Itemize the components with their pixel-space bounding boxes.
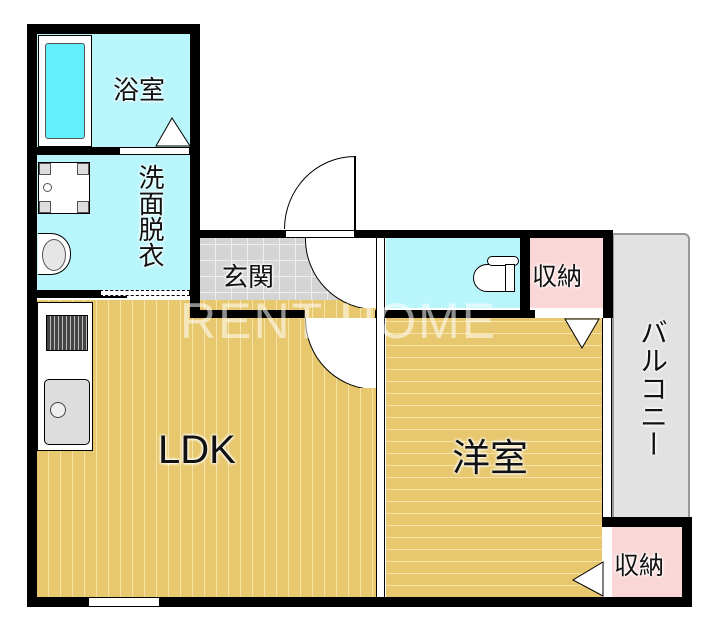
- bathroom-door[interactable]: [119, 147, 190, 155]
- wall: [355, 230, 613, 238]
- bathtub: [38, 35, 92, 147]
- kitchen-counter: [37, 302, 93, 451]
- entrance-inner-door[interactable]: [305, 238, 376, 308]
- door-swing-icon: [564, 318, 600, 349]
- storage-bottom-label: 収納: [614, 551, 665, 580]
- ldk-label: LDK: [158, 428, 236, 472]
- wall: [602, 517, 692, 527]
- ldk-door[interactable]: [305, 318, 376, 388]
- wall: [190, 24, 200, 318]
- wall: [520, 230, 530, 318]
- toilet-fixture: [473, 256, 519, 292]
- drain-icon: [43, 183, 52, 192]
- door-swing-icon: [155, 117, 191, 147]
- storage-top-label: 収納: [532, 262, 583, 291]
- wall: [682, 517, 692, 607]
- interior-wall: [602, 318, 612, 523]
- washroom-door[interactable]: [100, 290, 190, 296]
- storage-top-area: [530, 238, 603, 308]
- sink-icon: [44, 379, 90, 445]
- interior-wall: [376, 238, 385, 597]
- wall: [190, 230, 285, 238]
- entrance-label: 玄関: [222, 263, 275, 293]
- wall: [375, 310, 535, 318]
- front-door[interactable]: [284, 156, 356, 230]
- wall: [27, 24, 200, 34]
- wall: [603, 230, 613, 318]
- bathroom-label: 浴室: [113, 76, 166, 106]
- western-room-label: 洋室: [452, 436, 529, 480]
- door-swing-icon: [571, 561, 604, 597]
- watermark: RENT HOME: [180, 293, 498, 349]
- stove-icon: [46, 315, 88, 351]
- washroom-label: 洗面脱衣: [134, 164, 164, 268]
- wash-basin: [38, 233, 71, 275]
- bathtub-basin: [45, 43, 85, 139]
- wall: [190, 310, 305, 318]
- wall: [27, 24, 37, 607]
- storage-bottom-area: [612, 527, 682, 597]
- balcony-label: バルコニー: [636, 318, 669, 458]
- entrance-door-leaf[interactable]: [285, 230, 355, 238]
- wall: [27, 290, 127, 298]
- western-room-area: [386, 318, 602, 597]
- balcony-area: [612, 233, 690, 527]
- washing-machine-pan: [38, 162, 90, 214]
- window: [88, 597, 160, 607]
- wall: [27, 147, 119, 155]
- wall: [27, 597, 692, 607]
